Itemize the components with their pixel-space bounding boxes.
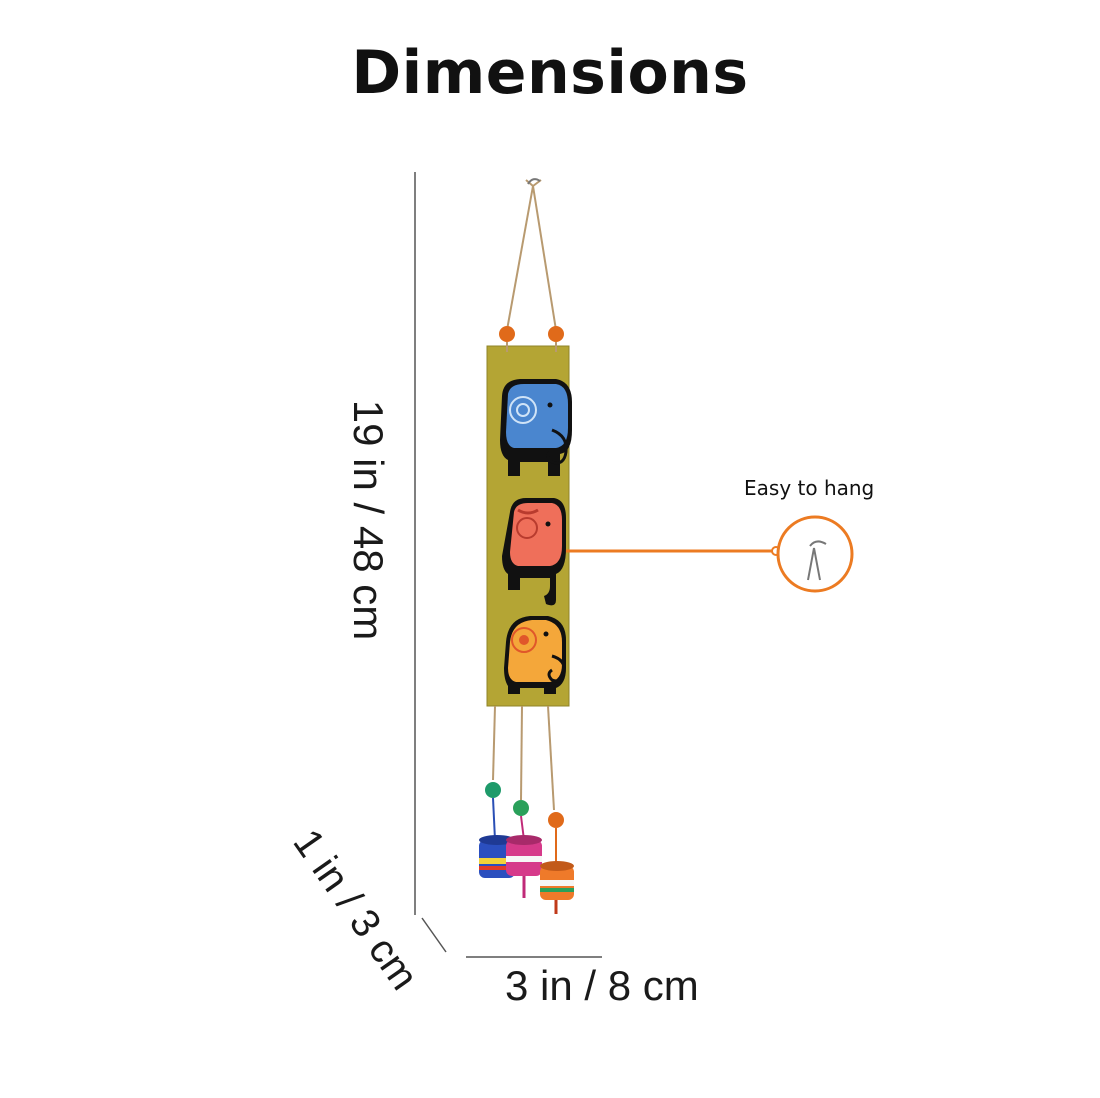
height-dimension-label: 19 in / 48 cm — [345, 399, 392, 641]
blue-elephant — [500, 379, 572, 476]
bead — [499, 326, 515, 342]
bead — [485, 782, 501, 798]
width-dimension-label: 3 in / 8 cm — [505, 962, 699, 1009]
hanging-string — [506, 179, 557, 331]
bead — [513, 800, 529, 816]
orange-elephant — [504, 616, 566, 694]
depth-dimension-line — [421, 917, 447, 953]
coral-elephant — [502, 498, 566, 606]
bead — [548, 812, 564, 828]
pink-bell — [506, 815, 542, 898]
bell-strings — [492, 705, 555, 811]
orange-bell — [540, 828, 574, 914]
easy-to-hang-label: Easy to hang — [744, 476, 875, 500]
hook-icon — [527, 178, 541, 185]
bead — [548, 326, 564, 342]
hook-detail-icon — [807, 540, 827, 581]
page-title: Dimensions — [351, 38, 749, 108]
